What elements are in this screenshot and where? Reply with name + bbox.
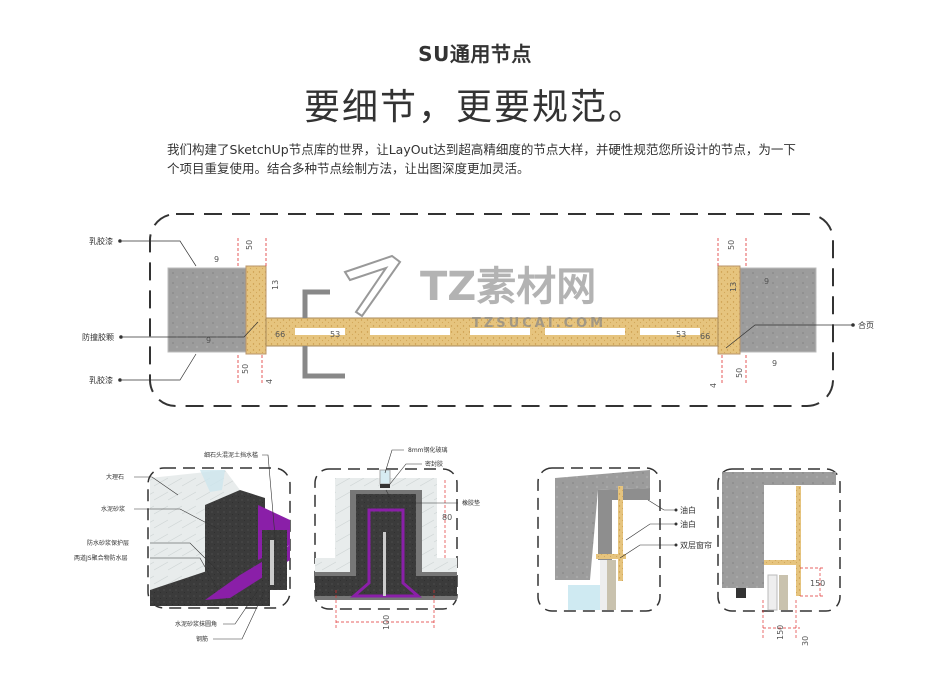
- ceiling-concrete: [555, 470, 650, 580]
- label-marble: 大理石: [106, 473, 124, 481]
- dim-section-height: 150: [810, 579, 825, 588]
- glass-edge: [200, 470, 225, 492]
- dim-right-13: 13: [729, 282, 738, 292]
- dim-left-top-50: 50: [245, 240, 254, 250]
- label-curb: 细石头混泥土挡水槛: [204, 451, 258, 459]
- dimension-lines: [237, 238, 747, 385]
- door-handle-top: [302, 289, 330, 318]
- watermark-url: TZSUCAI.COM: [472, 316, 606, 331]
- dim-right-66: 66: [700, 332, 710, 341]
- right-wall-concrete: [739, 267, 817, 353]
- double-curtain: [607, 560, 616, 610]
- label-protective-layer: 防水砂浆保护层: [87, 539, 129, 547]
- label-paint-1: 油白: [680, 505, 696, 515]
- label-js-waterproof: 两道JS聚合物防水层: [74, 554, 128, 562]
- dim-right-bottom-50: 50: [735, 368, 744, 378]
- door-handle-bottom: [302, 346, 345, 379]
- dim-right-top-50: 50: [727, 240, 736, 250]
- label-rebar: 钢筋: [196, 635, 208, 643]
- label-double-curtain: 双层窗帘: [680, 540, 712, 550]
- label-hinge: 合页: [858, 320, 874, 330]
- curtain-box-board: [618, 486, 623, 581]
- dim-glass-height: 80: [442, 513, 452, 522]
- section-eyebrow: SU通用节点: [418, 42, 532, 66]
- section-description: 我们构建了SketchUp节点库的世界，让LayOut达到超高精细度的节点大样，…: [167, 142, 796, 176]
- left-door-frame: [245, 265, 267, 355]
- glass-partition-detail: 80 100 8mm钢化玻璃 密封胶 橡胶垫: [314, 446, 480, 630]
- dim-right-bottom-4: 4: [709, 383, 718, 388]
- right-door-frame: [717, 265, 741, 355]
- section-headline: 要细节，更要规范。: [303, 87, 646, 128]
- label-paint-2: 油白: [680, 519, 696, 529]
- watermark: TZ素材网 TZSUCAI.COM: [343, 254, 606, 331]
- dim-left-bottom-4: 4: [265, 379, 274, 384]
- door-plan-detail: 50 9 13 66 53 9 50 4 50 13 9 53 66 9 50 …: [82, 213, 874, 407]
- curtain-box-detail: 油白 油白 双层窗帘: [537, 467, 712, 612]
- dim-section-gap: 30: [801, 636, 810, 646]
- dim-glass-width: 100: [382, 615, 391, 630]
- label-mortar: 水泥砂浆: [101, 505, 125, 513]
- label-tempered-glass: 8mm钢化玻璃: [408, 446, 448, 454]
- dim-right-bottom-9: 9: [772, 359, 777, 368]
- curtain-section-detail: 150 150 30: [717, 468, 841, 646]
- label-anticollision: 防撞胶颗: [82, 332, 114, 342]
- rebar-center: [383, 532, 386, 596]
- label-sealant: 密封胶: [425, 460, 443, 468]
- dim-right-top-9: 9: [764, 277, 769, 286]
- mortar-block: [205, 490, 265, 585]
- watermark-logo-icon: [343, 254, 402, 318]
- section-concrete: [722, 472, 836, 588]
- label-latex-paint-bottom: 乳胶漆: [89, 375, 113, 385]
- threshold-detail: 细石头混泥土挡水槛 大理石 水泥砂浆 防水砂浆保护层 两道JS聚合物防水层 水泥…: [74, 451, 291, 643]
- waterproof-layer: [349, 508, 423, 598]
- rebar: [270, 540, 274, 585]
- door-plan-frame: [149, 213, 834, 407]
- dim-left-53: 53: [330, 330, 340, 339]
- dim-left-top-9: 9: [214, 255, 219, 264]
- label-latex-paint-top: 乳胶漆: [89, 236, 113, 246]
- dim-left-13: 13: [271, 280, 280, 290]
- label-gasket: 橡胶垫: [462, 499, 480, 507]
- dim-left-bottom-50: 50: [241, 364, 250, 374]
- label-fillet: 水泥砂浆抹圆角: [175, 620, 217, 628]
- section-board: [796, 486, 801, 596]
- dim-left-66: 66: [275, 330, 285, 339]
- dim-left-bottom-9: 9: [206, 336, 211, 345]
- dim-section-width: 150: [776, 625, 785, 640]
- watermark-brand: TZ素材网: [420, 264, 596, 310]
- dim-right-53: 53: [676, 330, 686, 339]
